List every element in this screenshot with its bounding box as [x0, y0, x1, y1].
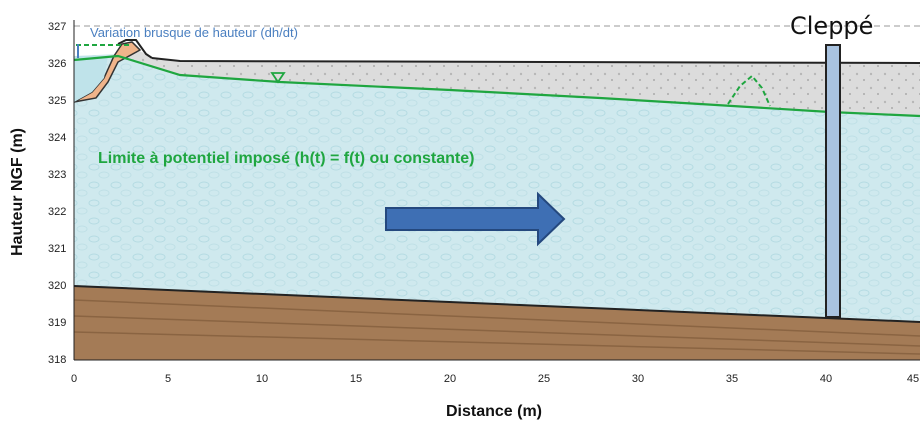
y-tick-label: 323 [48, 169, 66, 181]
y-tick-labels: 327 326 325 324 323 322 321 320 319 318 [48, 21, 66, 366]
x-tick-label: 30 [632, 373, 644, 385]
variation-annotation: Variation brusque de hauteur (dh/dt) [90, 25, 298, 40]
y-tick-label: 321 [48, 243, 66, 255]
x-tick-label: 40 [820, 373, 832, 385]
x-tick-label: 20 [444, 373, 456, 385]
substratum-layer [74, 286, 920, 360]
y-tick-label: 327 [48, 21, 66, 33]
x-tick-label: 0 [71, 373, 77, 385]
water-table-line [73, 54, 920, 118]
substratum-top [73, 285, 920, 323]
water-table-mound [727, 74, 771, 107]
x-tick-label: 5 [165, 373, 171, 385]
bank-crest [117, 39, 153, 59]
x-tick-label: 35 [726, 373, 738, 385]
y-tick-label: 320 [48, 280, 66, 292]
x-tick-label: 25 [538, 373, 550, 385]
y-tick-label: 324 [48, 132, 66, 144]
x-tick-label: 15 [350, 373, 362, 385]
x-axis-label: Distance (m) [446, 403, 542, 420]
well-label: Cleppé [790, 12, 873, 40]
y-tick-label: 318 [48, 354, 66, 366]
y-tick-label: 322 [48, 206, 66, 218]
y-tick-label: 325 [48, 95, 66, 107]
potential-limit-annotation: Limite à potentiel imposé (h(t) = f(t) o… [98, 150, 474, 167]
y-tick-label: 326 [48, 58, 66, 70]
x-tick-labels: 0 5 10 15 20 25 30 35 40 45 [71, 373, 919, 385]
substratum-strata [73, 299, 920, 355]
river-water [74, 56, 108, 102]
y-axis-label: Hauteur NGF (m) [9, 128, 26, 256]
x-tick-label: 10 [256, 373, 268, 385]
x-tick-label: 45 [907, 373, 919, 385]
well-column [825, 44, 841, 318]
triangle-down-icon [270, 72, 286, 84]
right-arrow [385, 191, 566, 247]
ground-surface [151, 57, 920, 64]
y-tick-label: 319 [48, 317, 66, 329]
